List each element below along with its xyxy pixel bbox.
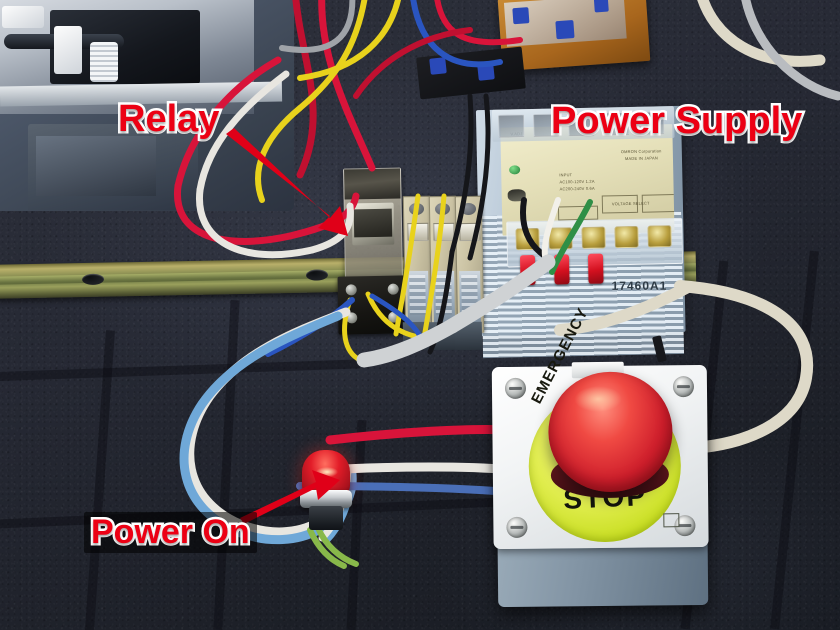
- terminal-lower: [407, 270, 430, 324]
- relay-socket-base: [337, 275, 409, 335]
- relay-contact-window: [353, 208, 393, 238]
- relay-socket-screw[interactable]: [387, 283, 399, 295]
- psu-terminal-screw[interactable]: [647, 225, 672, 248]
- psu-terminal-screw[interactable]: [548, 227, 573, 250]
- machine-gear: [90, 42, 118, 82]
- annotation-label-power-supply: Power Supply: [548, 98, 804, 145]
- terminal-block-foot: [428, 321, 457, 351]
- psu-label-line: INPUT: [559, 172, 573, 178]
- terminal-knob[interactable]: [408, 202, 425, 216]
- estop-marking-square: [663, 513, 680, 528]
- machine-part: [54, 26, 82, 74]
- estop-faceplate: EMERGENCY STOP: [491, 305, 709, 550]
- terminal-knob[interactable]: [434, 202, 451, 216]
- relay-socket-screw[interactable]: [346, 312, 358, 324]
- psu-label-box: [641, 193, 675, 213]
- psu-terminal-screw[interactable]: [581, 226, 606, 249]
- terminal-lower: [459, 270, 482, 324]
- relay-socket-screw[interactable]: [345, 284, 357, 296]
- pcb-blue-component: [593, 0, 609, 13]
- relay-module: [343, 167, 403, 281]
- terminal-block-foot: [402, 321, 431, 351]
- terminal-block[interactable]: [454, 195, 485, 334]
- psu-asset-code: 17460A1: [611, 278, 668, 293]
- psu-terminal-screw[interactable]: [515, 227, 540, 251]
- machine-part: [2, 6, 44, 28]
- pcb-blue-component: [429, 57, 447, 75]
- wire-ferrule: [587, 253, 604, 284]
- lamp-barrel: [309, 506, 343, 530]
- psu-terminal-screw[interactable]: [614, 225, 639, 249]
- psu-label-line: MADE IN JAPAN: [624, 155, 658, 162]
- psu-label-box: [601, 194, 639, 214]
- terminal-slot[interactable]: [459, 222, 481, 242]
- terminal-slot[interactable]: [433, 222, 455, 242]
- din-rail-hole: [81, 273, 105, 286]
- estop-screw[interactable]: [504, 377, 527, 399]
- wire-ferrule: [519, 254, 536, 286]
- relay-socket-screw[interactable]: [388, 311, 400, 323]
- terminal-block[interactable]: [428, 195, 459, 334]
- pcb-blue-component: [512, 7, 530, 25]
- din-rail-hole: [305, 269, 329, 281]
- emergency-stop-station[interactable]: EMERGENCY STOP: [486, 305, 716, 608]
- psu-voltage-adjust-pot[interactable]: [507, 189, 526, 202]
- terminal-lower: [433, 270, 456, 324]
- psu-label-box: [557, 205, 599, 221]
- psu-label-line: OMRON Corporation: [620, 148, 662, 155]
- machine-lower-panel: [28, 124, 198, 210]
- terminal-block-foot: [454, 321, 483, 351]
- power-on-indicator-lamp[interactable]: [300, 450, 352, 542]
- pcb-blue-component: [555, 20, 575, 40]
- terminal-slot[interactable]: [407, 222, 429, 242]
- estop-screw[interactable]: [672, 376, 695, 398]
- psu-label-line: AC100-120V 1.2A: [559, 178, 595, 185]
- relay-top-marking: [344, 168, 401, 200]
- estop-screw[interactable]: [506, 516, 528, 538]
- wire-ferrule: [553, 254, 570, 285]
- pcb-blue-component: [477, 63, 495, 81]
- annotation-label-power-on: Power On: [84, 511, 257, 554]
- psu-status-led: [509, 165, 521, 175]
- psu-label-line: AC200-240V 0.6A: [559, 185, 595, 192]
- terminal-knob[interactable]: [460, 202, 477, 216]
- terminal-block[interactable]: [402, 195, 433, 334]
- psu-top-terminal[interactable]: [498, 114, 525, 138]
- annotation-label-relay: Relay: [115, 96, 221, 143]
